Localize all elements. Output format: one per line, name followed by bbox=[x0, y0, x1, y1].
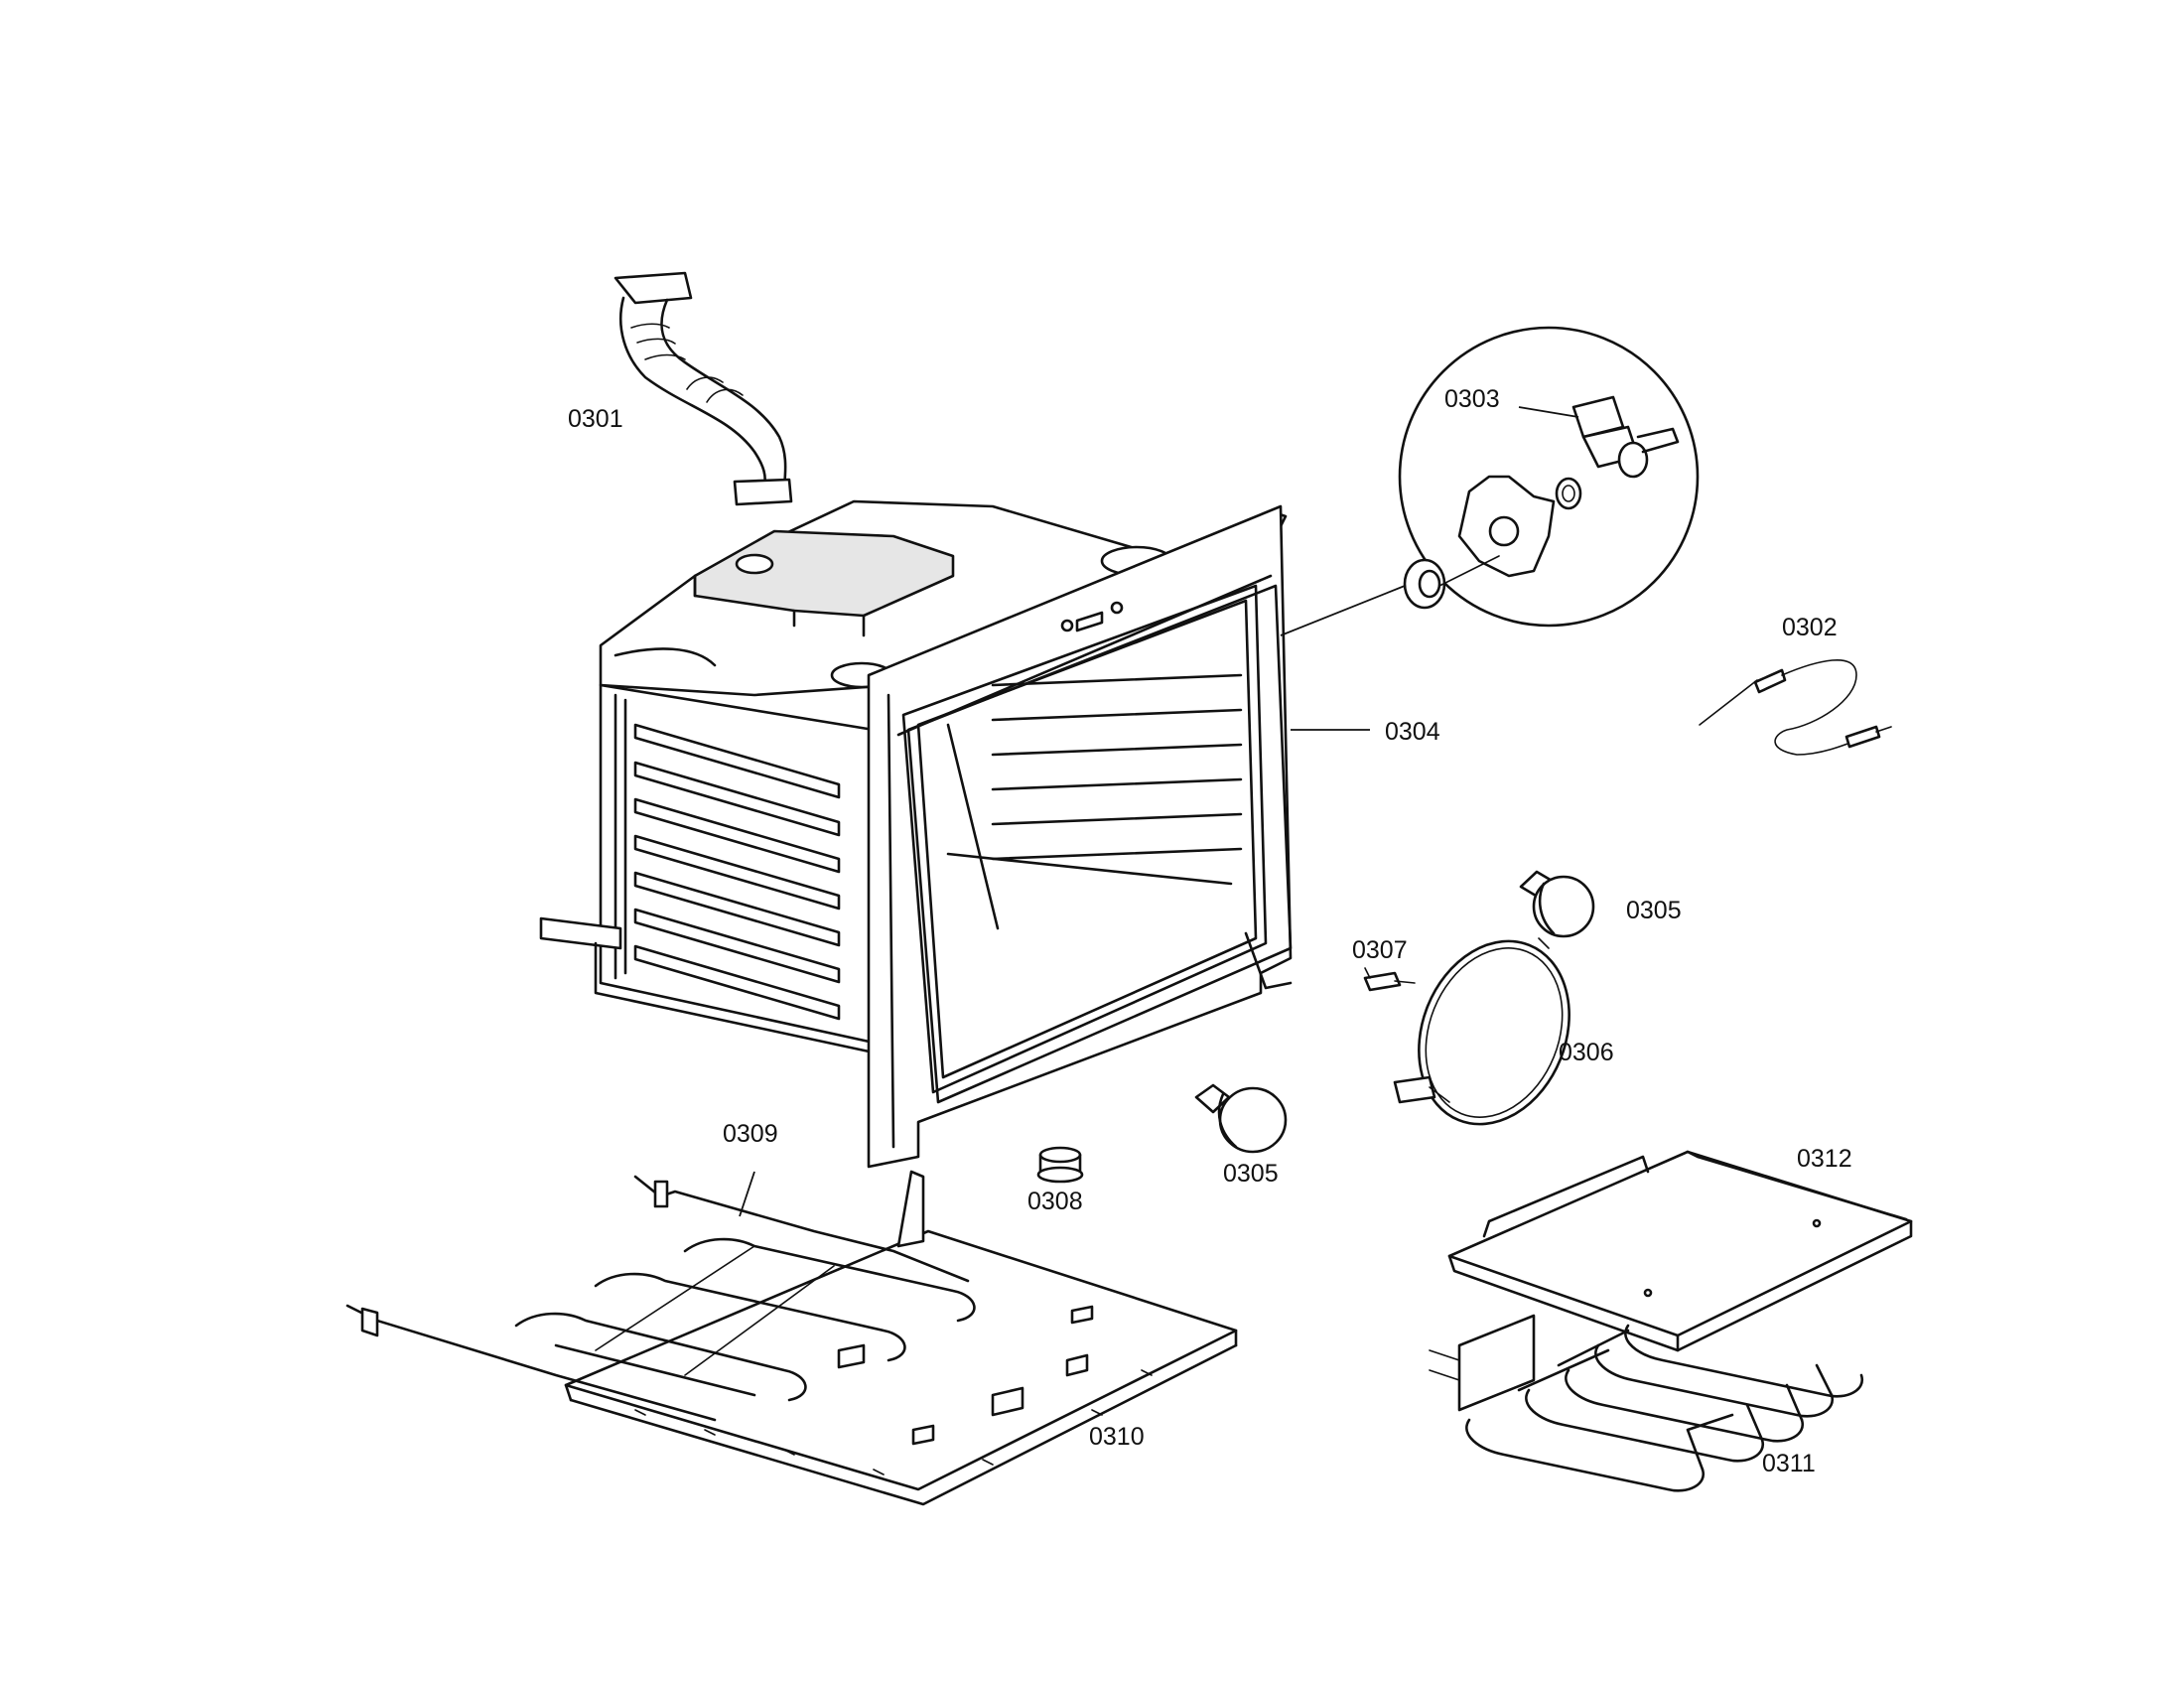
label-0311: 0311 bbox=[1762, 1450, 1816, 1477]
part-0307-terminal-clip[interactable] bbox=[1363, 967, 1416, 992]
part-0302-temperature-sensor[interactable] bbox=[1699, 658, 1892, 756]
right-rack-ribs bbox=[991, 673, 1243, 861]
label-0307: 0307 bbox=[1352, 936, 1408, 964]
part-0306-circular-heating-element[interactable] bbox=[1393, 918, 1596, 1147]
oven-cavity bbox=[539, 499, 1293, 1169]
left-rack-ribs bbox=[633, 723, 841, 1021]
part-0301-vent-hose[interactable] bbox=[614, 271, 793, 506]
label-0302: 0302 bbox=[1782, 614, 1838, 641]
label-0305-lower: 0305 bbox=[1223, 1160, 1279, 1188]
part-0305-oven-lamp-upper[interactable] bbox=[1519, 870, 1595, 938]
label-0308: 0308 bbox=[1027, 1188, 1083, 1215]
label-0301: 0301 bbox=[568, 405, 623, 433]
part-0310-bottom-plate[interactable] bbox=[564, 1170, 1238, 1506]
part-0312-heat-shield[interactable] bbox=[1447, 1150, 1913, 1352]
label-0305-upper: 0305 bbox=[1626, 897, 1682, 924]
part-0304-door-gasket[interactable] bbox=[896, 574, 1370, 1104]
label-0312: 0312 bbox=[1797, 1145, 1852, 1173]
label-0303: 0303 bbox=[1444, 385, 1500, 413]
part-0309-bake-element[interactable] bbox=[345, 1171, 976, 1422]
part-0308-cap[interactable] bbox=[1036, 1146, 1084, 1184]
label-0304: 0304 bbox=[1385, 718, 1440, 746]
part-0303-thermostat-detail[interactable] bbox=[1280, 326, 1700, 636]
label-0306: 0306 bbox=[1559, 1039, 1614, 1066]
label-0310: 0310 bbox=[1089, 1423, 1145, 1451]
part-0311-broil-element[interactable] bbox=[1429, 1314, 1864, 1492]
part-0305-oven-lamp-lower[interactable] bbox=[1194, 1083, 1288, 1154]
label-0309: 0309 bbox=[723, 1120, 778, 1148]
